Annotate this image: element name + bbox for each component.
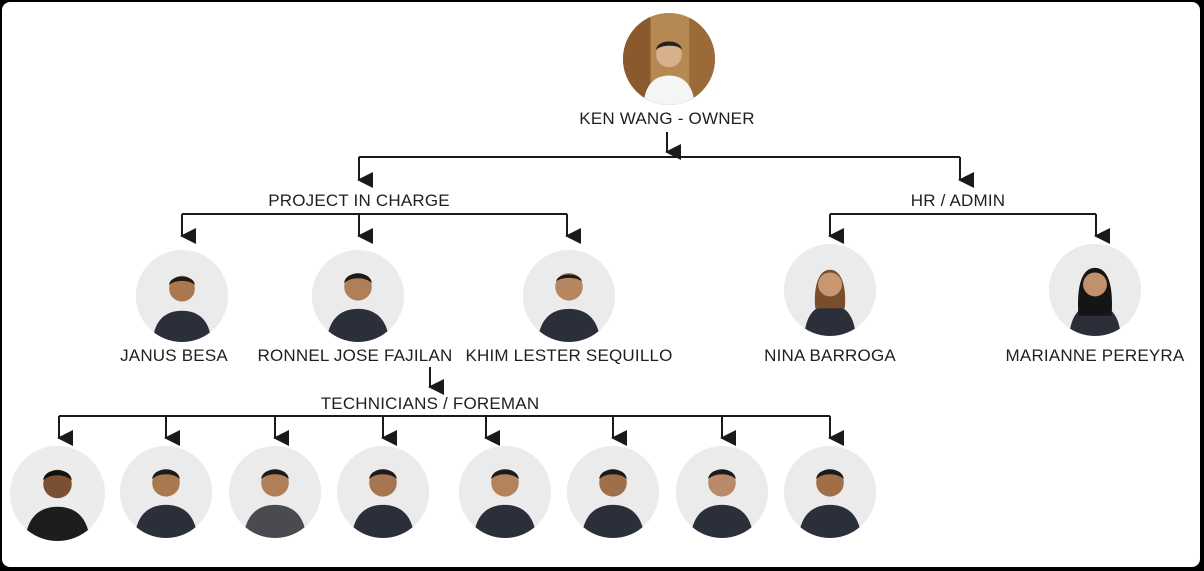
marianne-pereyra-photo (1049, 244, 1141, 336)
owner-label: KEN WANG - OWNER (579, 109, 755, 128)
technician-photo (120, 446, 212, 538)
technician-photo (10, 446, 105, 541)
group-project-label: PROJECT IN CHARGE (268, 191, 450, 210)
technician-photo (337, 446, 429, 538)
technician-photo (676, 446, 768, 538)
khim-sequillo-photo (523, 250, 615, 342)
janus-besa-label: JANUS BESA (120, 346, 228, 365)
technician-photo (229, 446, 321, 538)
technician-photo (567, 446, 659, 538)
ronnel-fajilan-photo (312, 250, 404, 342)
technician-photo (459, 446, 551, 538)
owner-photo (623, 13, 715, 105)
khim-sequillo-label: KHIM LESTER SEQUILLO (465, 346, 673, 365)
nina-barroga-label: NINA BARROGA (764, 346, 896, 365)
group-technicians-label: TECHNICIANS / FOREMAN (320, 394, 540, 413)
technician-photo (784, 446, 876, 538)
group-hr-label: HR / ADMIN (910, 191, 1006, 210)
ronnel-fajilan-label: RONNEL JOSE FAJILAN (257, 346, 453, 365)
marianne-pereyra-label: MARIANNE PEREYRA (1005, 346, 1185, 365)
janus-besa-photo (136, 250, 228, 342)
nina-barroga-photo (784, 244, 876, 336)
